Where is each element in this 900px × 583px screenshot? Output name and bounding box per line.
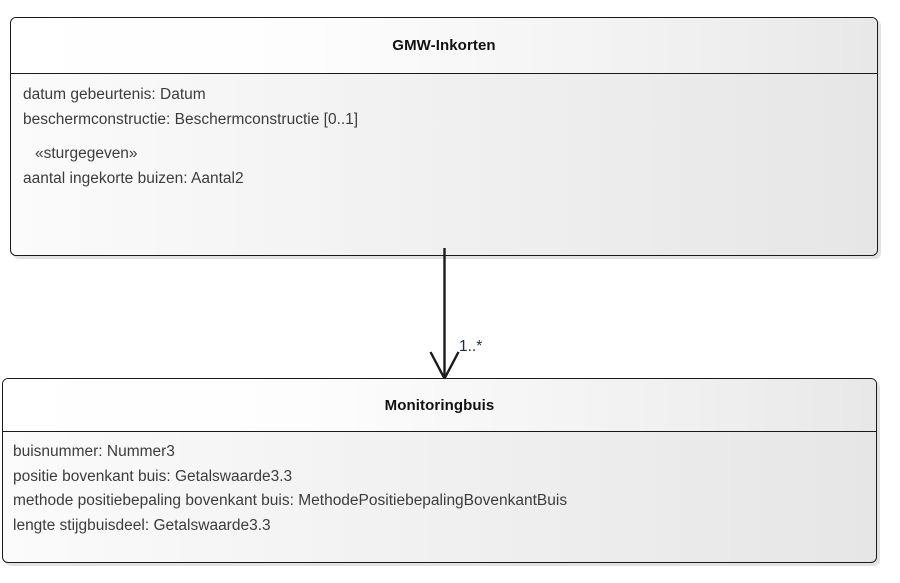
- uml-attribute: lengte stijgbuisdeel: Getalswaarde3.3: [13, 516, 271, 534]
- uml-attribute: beschermconstructie: Beschermconstructie…: [23, 110, 359, 128]
- uml-attribute: aantal ingekorte buizen: Aantal2: [23, 169, 244, 187]
- association-arrowhead-icon: [429, 351, 460, 382]
- uml-attribute-compartment-gmw-inkorten: datum gebeurtenis: Datum beschermconstru…: [11, 74, 877, 191]
- uml-attribute-compartment-monitoringbuis: buisnummer: Nummer3 positie bovenkant bu…: [3, 432, 876, 538]
- uml-class-name-gmw-inkorten: GMW-Inkorten: [392, 37, 496, 54]
- uml-class-header-monitoringbuis: Monitoringbuis: [3, 379, 876, 432]
- association-connector: [429, 248, 460, 382]
- uml-attribute-spacer: [11, 132, 877, 142]
- uml-attribute: datum gebeurtenis: Datum: [23, 86, 206, 103]
- uml-attribute: positie bovenkant buis: Getalswaarde3.3: [13, 467, 293, 485]
- uml-class-gmw-inkorten[interactable]: GMW-Inkorten datum gebeurtenis: Datum be…: [10, 17, 878, 256]
- uml-class-name-monitoringbuis: Monitoringbuis: [384, 396, 495, 414]
- uml-attribute: methode positiebepaling bovenkant buis: …: [13, 492, 568, 509]
- uml-class-header-gmw-inkorten: GMW-Inkorten: [11, 18, 877, 74]
- uml-attribute: buisnummer: Nummer3: [13, 443, 175, 460]
- uml-class-monitoringbuis[interactable]: Monitoringbuis buisnummer: Nummer3 posit…: [2, 378, 877, 563]
- association-target-multiplicity: 1..*: [459, 338, 483, 355]
- uml-stereotype-label: «sturgegeven»: [35, 145, 138, 162]
